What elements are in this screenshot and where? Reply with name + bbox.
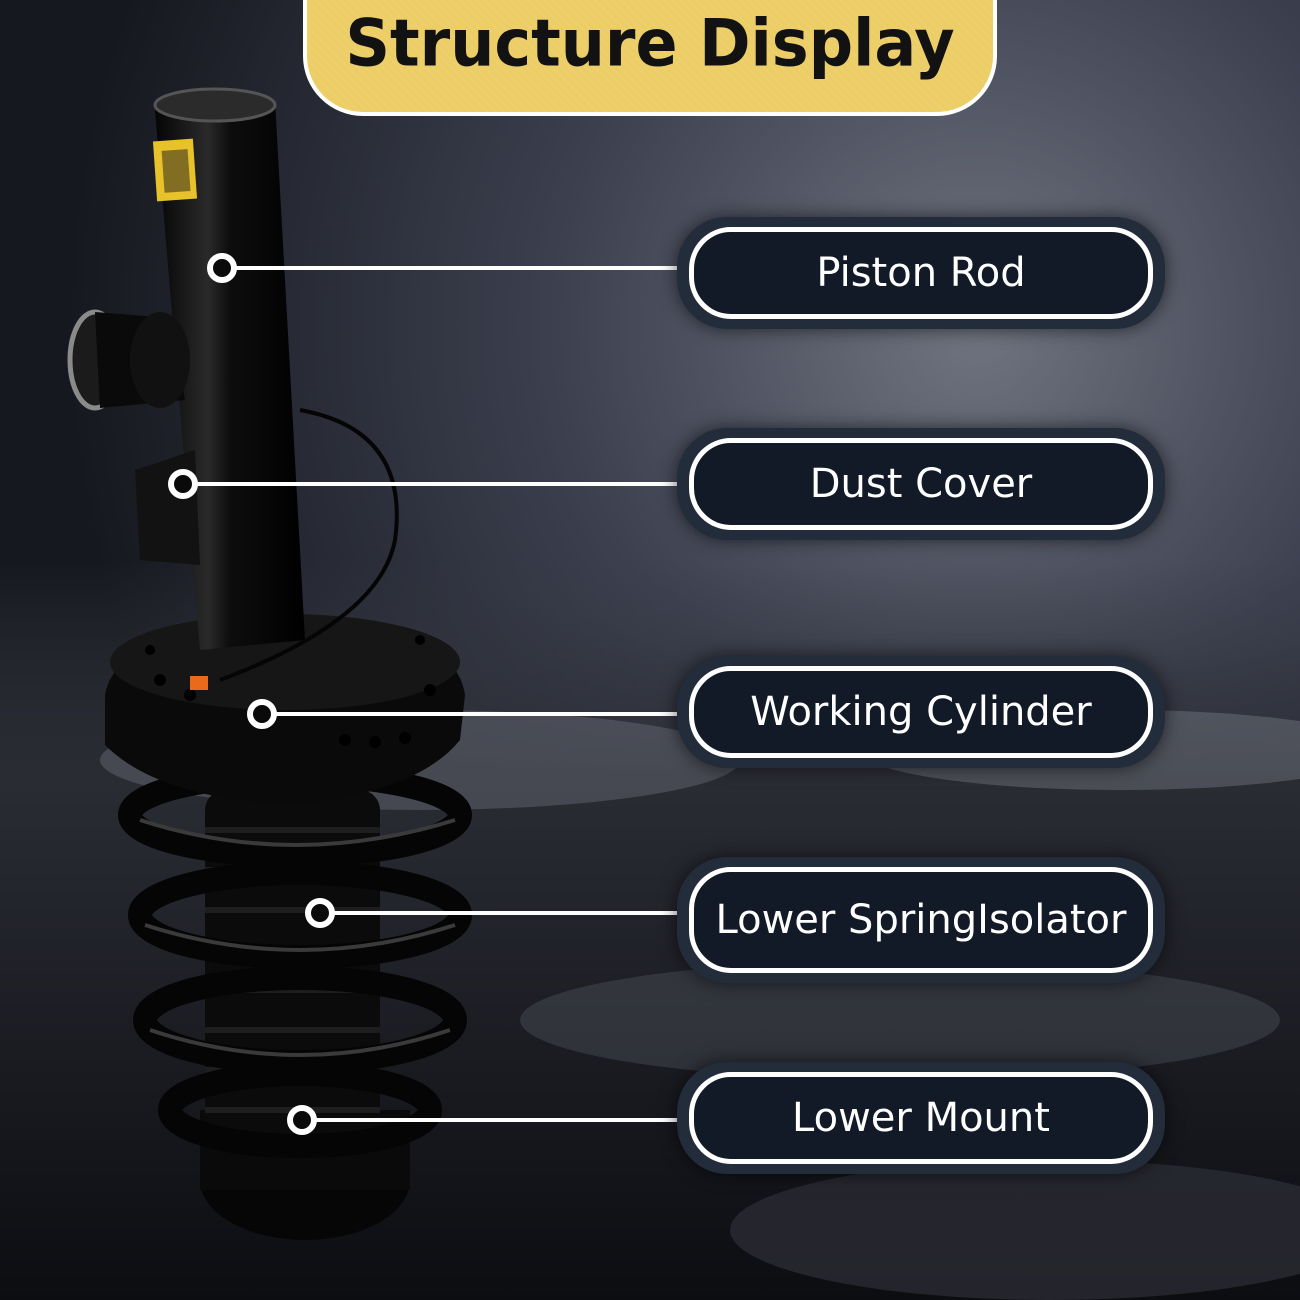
label-piston-rod-text: Piston Rod	[689, 227, 1153, 319]
label-lower-spring-isolator-line2: Isolator	[977, 897, 1127, 943]
label-working-cylinder: Working Cylinder	[677, 656, 1165, 768]
label-lower-spring-isolator-line1: Lower Spring	[715, 897, 978, 943]
label-lower-mount: Lower Mount	[677, 1062, 1165, 1174]
label-lower-spring-isolator-text: Lower Spring Isolator	[689, 867, 1153, 973]
label-lower-mount-text: Lower Mount	[689, 1072, 1153, 1164]
label-working-cylinder-text: Working Cylinder	[689, 666, 1153, 758]
label-piston-rod: Piston Rod	[677, 217, 1165, 329]
page-title: Structure Display	[345, 4, 955, 82]
label-dust-cover: Dust Cover	[677, 428, 1165, 540]
label-lower-spring-isolator: Lower Spring Isolator	[677, 857, 1165, 983]
strut-assembly	[67, 87, 472, 1240]
label-dust-cover-text: Dust Cover	[689, 438, 1153, 530]
title-banner: Structure Display	[303, 0, 997, 116]
